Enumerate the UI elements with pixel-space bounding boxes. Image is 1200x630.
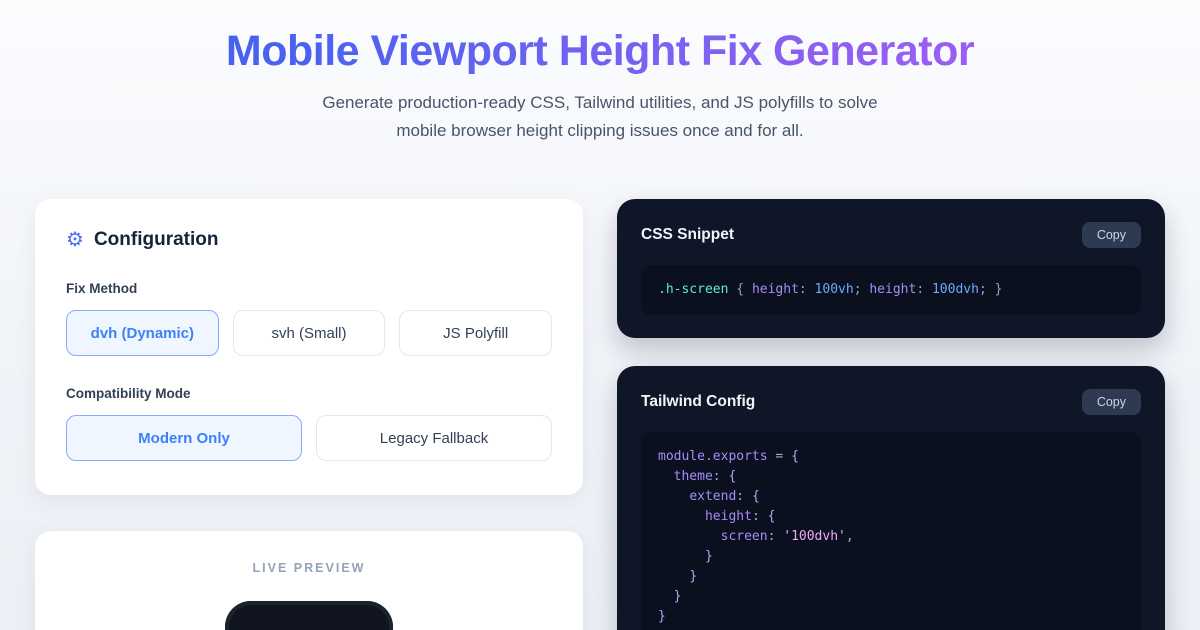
css-code-block: .h-screen { height: 100vh; height: 100dv…	[641, 265, 1141, 316]
copy-css-button[interactable]: Copy	[1081, 222, 1141, 249]
configuration-title: Configuration	[93, 229, 219, 251]
code-line: module.exports = {	[658, 449, 799, 465]
page-title: Mobile Viewport Height Fix Generator	[225, 27, 975, 75]
fix-method-dvh-button[interactable]: dvh (Dynamic)	[66, 310, 219, 357]
css-snippet-card: CSS Snippet Copy .h-screen { height: 100…	[617, 199, 1165, 339]
tailwind-config-header: Tailwind Config Copy	[641, 389, 1141, 416]
gear-icon: ⚙	[66, 229, 84, 252]
css-snippet-title: CSS Snippet	[641, 226, 735, 244]
code-line: }	[704, 549, 713, 565]
compatibility-mode-options: Modern Only Legacy Fallback	[66, 415, 552, 462]
main-content: ⚙ Configuration Fix Method dvh (Dynamic)…	[0, 199, 1200, 630]
right-column: CSS Snippet Copy .h-screen { height: 100…	[617, 199, 1165, 630]
code-line: }	[689, 569, 698, 585]
tailwind-config-card: Tailwind Config Copy module.exports = { …	[617, 366, 1165, 630]
code-line: }	[658, 609, 666, 625]
fix-method-js-polyfill-button[interactable]: JS Polyfill	[399, 310, 553, 357]
tailwind-code-block: module.exports = { theme: { extend: { he…	[641, 432, 1141, 630]
compatibility-mode-label: Compatibility Mode	[66, 386, 191, 402]
page-header: Mobile Viewport Height Fix Generator Gen…	[0, 0, 1200, 145]
code-line: }	[673, 589, 682, 605]
code-line: height: {	[704, 509, 776, 525]
phone-mockup	[225, 601, 393, 630]
fix-method-label: Fix Method	[66, 281, 138, 297]
compat-legacy-fallback-button[interactable]: Legacy Fallback	[316, 415, 552, 462]
code-line: extend: {	[689, 489, 760, 505]
configuration-card: ⚙ Configuration Fix Method dvh (Dynamic)…	[35, 199, 583, 496]
page-subtitle-line2: mobile browser height clipping issues on…	[396, 121, 804, 141]
code-line: .h-screen { height: 100vh; height: 100dv…	[658, 282, 1003, 298]
page-subtitle: Generate production-ready CSS, Tailwind …	[0, 89, 1200, 145]
left-column: ⚙ Configuration Fix Method dvh (Dynamic)…	[35, 199, 583, 630]
configuration-header: ⚙ Configuration	[66, 229, 552, 251]
css-snippet-header: CSS Snippet Copy	[641, 222, 1141, 249]
fix-method-svh-button[interactable]: svh (Small)	[232, 310, 386, 357]
compat-modern-only-button[interactable]: Modern Only	[66, 415, 302, 462]
tailwind-config-title: Tailwind Config	[641, 393, 756, 411]
fix-method-options: dvh (Dynamic) svh (Small) JS Polyfill	[66, 310, 553, 357]
code-line: theme: {	[673, 469, 737, 485]
page-subtitle-line1: Generate production-ready CSS, Tailwind …	[322, 93, 878, 113]
code-line: screen: '100dvh',	[720, 529, 854, 545]
live-preview-card: LIVE PREVIEW	[35, 531, 583, 630]
copy-tailwind-button[interactable]: Copy	[1081, 389, 1141, 416]
live-preview-title: LIVE PREVIEW	[252, 561, 366, 576]
